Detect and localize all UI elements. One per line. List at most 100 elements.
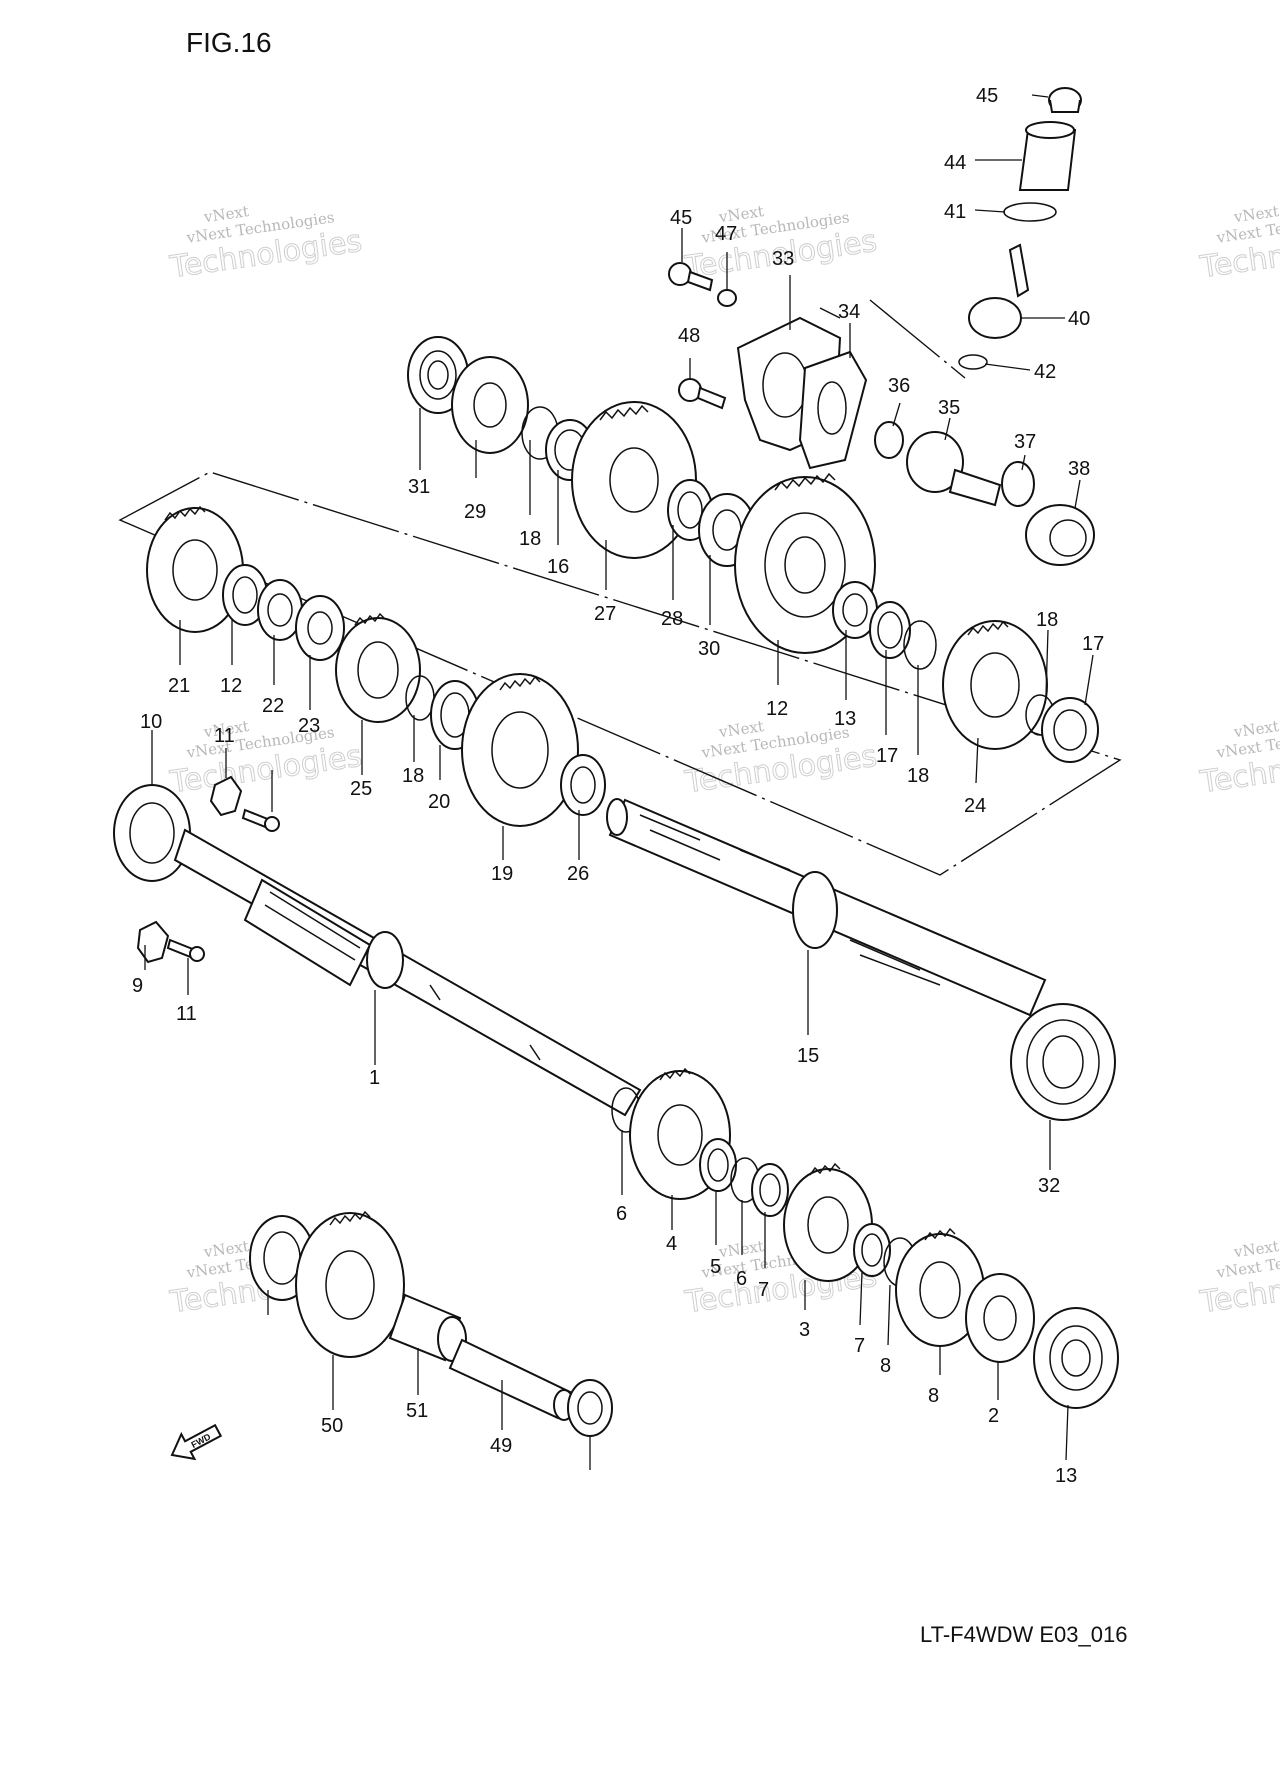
bushing-16-left bbox=[222, 564, 268, 626]
callout: 20 bbox=[428, 791, 450, 813]
callout: 1 bbox=[369, 1067, 380, 1089]
callout: 31 bbox=[408, 476, 430, 498]
bearing-13 bbox=[1033, 1307, 1119, 1409]
callout: 18 bbox=[907, 765, 929, 787]
gear-48 bbox=[295, 1210, 405, 1358]
gear-19 bbox=[461, 673, 579, 827]
bearing-10 bbox=[113, 784, 191, 882]
callout: 24 bbox=[964, 795, 986, 817]
gear-25 bbox=[942, 620, 1048, 750]
callout: 17 bbox=[876, 745, 898, 767]
bushing-5 bbox=[699, 1138, 737, 1192]
retainer-11-bottom bbox=[136, 920, 170, 964]
callout: 3 bbox=[799, 1319, 810, 1341]
leader-lines bbox=[144, 94, 1094, 1470]
gear-22 bbox=[146, 505, 244, 633]
callout: 34 bbox=[838, 301, 860, 323]
assembly-boundary bbox=[118, 471, 1122, 876]
screw-12-top bbox=[241, 808, 280, 832]
bolt-45 bbox=[678, 378, 727, 410]
lock-washer-23 bbox=[257, 579, 303, 641]
callout: 18 bbox=[402, 765, 424, 787]
callout: 47 bbox=[715, 223, 737, 245]
callout: 6 bbox=[736, 1268, 747, 1290]
callout: 27 bbox=[594, 603, 616, 625]
callout: 42 bbox=[1034, 361, 1056, 383]
callout: 4 bbox=[666, 1233, 677, 1255]
washer-17-right bbox=[869, 601, 911, 659]
callout: 51 bbox=[406, 1400, 428, 1422]
callout: 45 bbox=[670, 207, 692, 229]
callout: 12 bbox=[766, 698, 788, 720]
callout: 36 bbox=[888, 375, 910, 397]
figure-title: FIG.16 bbox=[186, 27, 272, 58]
callout: 44 bbox=[944, 152, 966, 174]
bushing-38 bbox=[1025, 504, 1095, 566]
callout: 33 bbox=[772, 248, 794, 270]
screw-12-bottom bbox=[166, 938, 205, 962]
callout: 29 bbox=[464, 501, 486, 523]
callout: 7 bbox=[758, 1279, 769, 1301]
o-ring-40-top bbox=[1003, 202, 1057, 222]
figure-code: LT-F4WDW E03_016 bbox=[920, 1622, 1127, 1647]
callout: 18 bbox=[519, 528, 541, 550]
gear-26 bbox=[335, 612, 421, 723]
callout-labels-lower: 9 11 1 6 4 5 6 7 3 7 9 9 9 9 9 9 9 9 9 9… bbox=[132, 975, 865, 1357]
callout: 25 bbox=[350, 778, 372, 800]
retainer-11-top bbox=[209, 775, 243, 817]
callout: 41 bbox=[944, 201, 966, 223]
callout-labels: 45 44 41 40 42 45 47 33 34 48 36 35 37 3… bbox=[140, 85, 1104, 1197]
callout: 8 bbox=[880, 1355, 891, 1377]
callout: 38 bbox=[1068, 458, 1090, 480]
fwd-arrow-icon: FWD bbox=[170, 1423, 223, 1461]
callout: 12 bbox=[220, 675, 242, 697]
callout: 40 bbox=[1068, 308, 1090, 330]
gear-2 bbox=[965, 1273, 1035, 1363]
lock-washer-24 bbox=[295, 595, 345, 661]
callout: 23 bbox=[298, 715, 320, 737]
washer-45-top bbox=[717, 289, 737, 307]
callout: 11 bbox=[176, 1003, 197, 1025]
callout: 8 bbox=[928, 1385, 939, 1407]
bearing-32 bbox=[1010, 1003, 1116, 1121]
driven-gear-39 bbox=[968, 243, 1030, 339]
drive-gear-35 bbox=[906, 431, 1002, 507]
bolt-44 bbox=[668, 262, 714, 292]
countershaft-14 bbox=[606, 798, 1047, 1017]
cap-42 bbox=[1048, 87, 1082, 113]
callout: 2 bbox=[988, 1405, 999, 1427]
mainshaft-1 bbox=[173, 828, 642, 1117]
gasket-34 bbox=[798, 350, 868, 470]
o-ring-40-bottom bbox=[958, 354, 988, 370]
callout: 28 bbox=[661, 608, 683, 630]
callout: 49 bbox=[490, 1435, 512, 1457]
shaft-47 bbox=[448, 1338, 575, 1421]
collar-29 bbox=[451, 356, 529, 454]
callout: 45 bbox=[976, 85, 998, 107]
gear-3 bbox=[783, 1162, 873, 1282]
washer-51 bbox=[567, 1379, 613, 1437]
callout: 18 bbox=[1036, 609, 1058, 631]
bush-41 bbox=[1018, 121, 1077, 191]
bushing-20 bbox=[560, 754, 606, 816]
callout: 21 bbox=[168, 675, 190, 697]
callout: 50 bbox=[321, 1415, 343, 1437]
callout: 6 bbox=[616, 1203, 627, 1225]
callout: 15 bbox=[797, 1045, 819, 1067]
callout: 37 bbox=[1014, 431, 1036, 453]
washer-7-right bbox=[853, 1223, 891, 1277]
callout: 11 bbox=[214, 725, 235, 747]
washer-36 bbox=[874, 421, 904, 459]
callout: 17 bbox=[1082, 633, 1104, 655]
bushing-49 bbox=[388, 1293, 467, 1362]
callout: 13 bbox=[1055, 1465, 1077, 1487]
callout: 19 bbox=[491, 863, 513, 885]
callout: 30 bbox=[698, 638, 720, 660]
callout: 16 bbox=[547, 556, 569, 578]
callout: 7 bbox=[854, 1335, 865, 1357]
